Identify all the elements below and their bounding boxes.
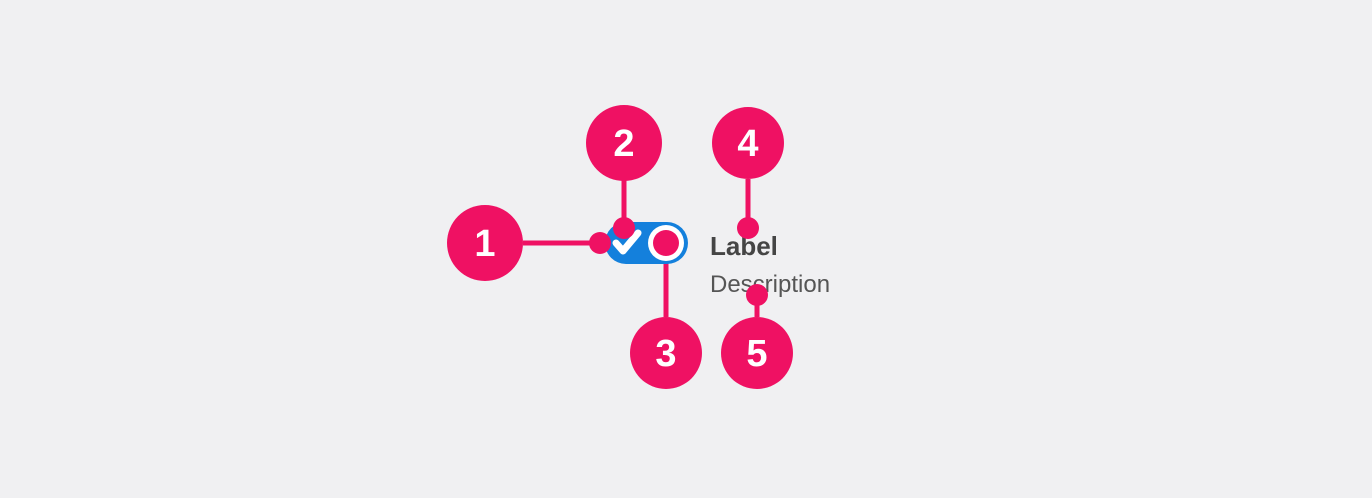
check-icon: [612, 229, 642, 255]
callout-badge-5[interactable]: 5: [721, 317, 793, 389]
connector-dot-1: [589, 232, 611, 254]
callout-circle-5[interactable]: [721, 317, 793, 389]
callout-number-5: 5: [746, 333, 767, 375]
callout-circle-1[interactable]: [447, 205, 523, 281]
callout-circle-4[interactable]: [712, 107, 784, 179]
callout-circle-3[interactable]: [630, 317, 702, 389]
callout-number-2: 2: [613, 123, 634, 165]
connector-dot-4: [737, 217, 759, 239]
callout-badge-3[interactable]: 3: [630, 317, 702, 389]
connector-dot-2: [613, 217, 635, 239]
callout-number-4: 4: [737, 123, 758, 165]
callout-number-3: 3: [655, 333, 676, 375]
callout-badge-1[interactable]: 1: [447, 205, 523, 281]
connector-dots: [589, 217, 768, 306]
callout-circle-2[interactable]: [586, 105, 662, 181]
callout-badge-2[interactable]: 2: [586, 105, 662, 181]
connector-dot-3: [653, 230, 679, 256]
description-text: Description: [710, 271, 830, 298]
callout-badge-4[interactable]: 4: [712, 107, 784, 179]
connector-dot-5: [746, 284, 768, 306]
callout-number-1: 1: [474, 223, 495, 265]
